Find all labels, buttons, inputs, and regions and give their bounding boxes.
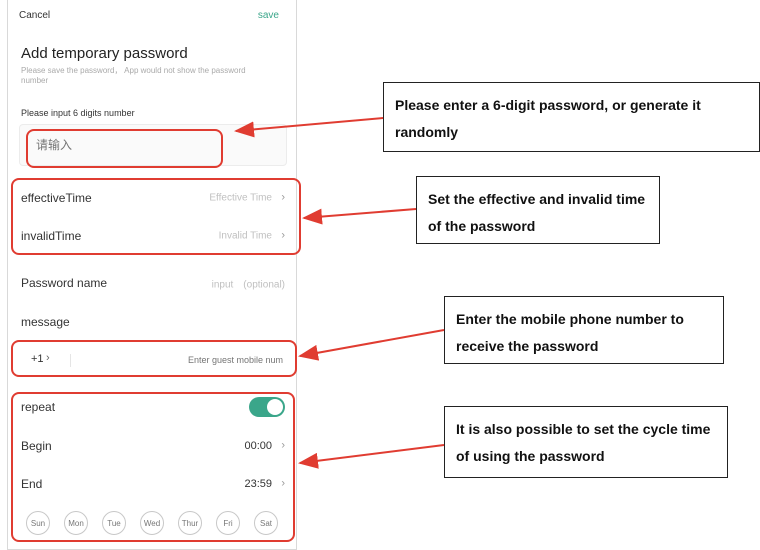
effective-time-row[interactable]: effectiveTime Effective Time › — [8, 180, 298, 216]
chevron-right-icon: › — [281, 439, 285, 452]
password-name-label: Password name — [21, 276, 108, 290]
invalid-time-value: Invalid Time — [218, 230, 272, 242]
top-bar: Cancel save — [8, 10, 296, 24]
invalid-time-label: invalidTime — [21, 229, 82, 243]
phone-screen: Cancel save Add temporary password Pleas… — [7, 0, 297, 550]
page-title: Add temporary password — [21, 45, 188, 62]
callout-time: Set the effective and invalid time of th… — [416, 176, 660, 244]
divider — [70, 354, 71, 367]
password-input[interactable] — [36, 138, 216, 152]
begin-value: 00:00 — [244, 440, 272, 452]
day-mon-button[interactable]: Mon — [64, 511, 88, 535]
repeat-label: repeat — [21, 400, 56, 414]
password-name-input[interactable]: input (optional) — [211, 279, 285, 291]
day-sat-button[interactable]: Sat — [254, 511, 278, 535]
invalid-time-row[interactable]: invalidTime Invalid Time › — [8, 218, 298, 254]
callout-password: Please enter a 6-digit password, or gene… — [383, 82, 760, 152]
message-label: message — [21, 315, 70, 329]
mobile-number-input[interactable] — [153, 355, 283, 365]
password-input-label: Please input 6 digits number — [21, 108, 135, 118]
day-sun-button[interactable]: Sun — [26, 511, 50, 535]
chevron-right-icon: › — [46, 352, 50, 364]
cancel-button[interactable]: Cancel — [19, 10, 51, 21]
password-highlight-box — [26, 129, 223, 168]
begin-row[interactable]: Begin 00:00 › — [8, 428, 298, 464]
day-fri-button[interactable]: Fri — [216, 511, 240, 535]
password-name-row[interactable]: Password name input (optional) — [8, 265, 298, 301]
repeat-toggle[interactable] — [249, 397, 285, 417]
repeat-row: repeat — [8, 389, 298, 425]
arrow-cycle — [298, 444, 445, 469]
callout-mobile: Enter the mobile phone number to receive… — [444, 296, 724, 364]
effective-time-label: effectiveTime — [21, 191, 92, 205]
password-field-box[interactable] — [19, 124, 287, 166]
end-value: 23:59 — [244, 478, 272, 490]
country-code-selector[interactable]: +1 — [31, 353, 44, 365]
mobile-highlight-box — [11, 340, 297, 377]
toggle-knob — [267, 399, 283, 415]
arrow-time — [302, 208, 417, 225]
chevron-right-icon: › — [281, 477, 285, 490]
message-row: message — [8, 304, 298, 340]
end-label: End — [21, 477, 43, 491]
cycle-highlight-box — [11, 392, 295, 542]
day-wed-button[interactable]: Wed — [140, 511, 164, 535]
time-highlight-box — [11, 178, 301, 255]
callout-cycle: It is also possible to set the cycle tim… — [444, 406, 728, 478]
page-subtitle: Please save the password， App would not … — [21, 66, 246, 85]
end-row[interactable]: End 23:59 › — [8, 466, 298, 502]
day-thur-button[interactable]: Thur — [178, 511, 202, 535]
chevron-right-icon: › — [281, 229, 285, 242]
save-button[interactable]: save — [257, 10, 279, 21]
chevron-right-icon: › — [281, 191, 285, 204]
day-tue-button[interactable]: Tue — [102, 511, 126, 535]
weekday-selector: Sun Mon Tue Wed Thur Fri Sat — [26, 511, 288, 535]
effective-time-value: Effective Time — [209, 192, 272, 204]
mobile-row[interactable]: +1 › — [8, 345, 298, 377]
arrow-mobile — [298, 329, 445, 361]
begin-label: Begin — [21, 439, 52, 453]
